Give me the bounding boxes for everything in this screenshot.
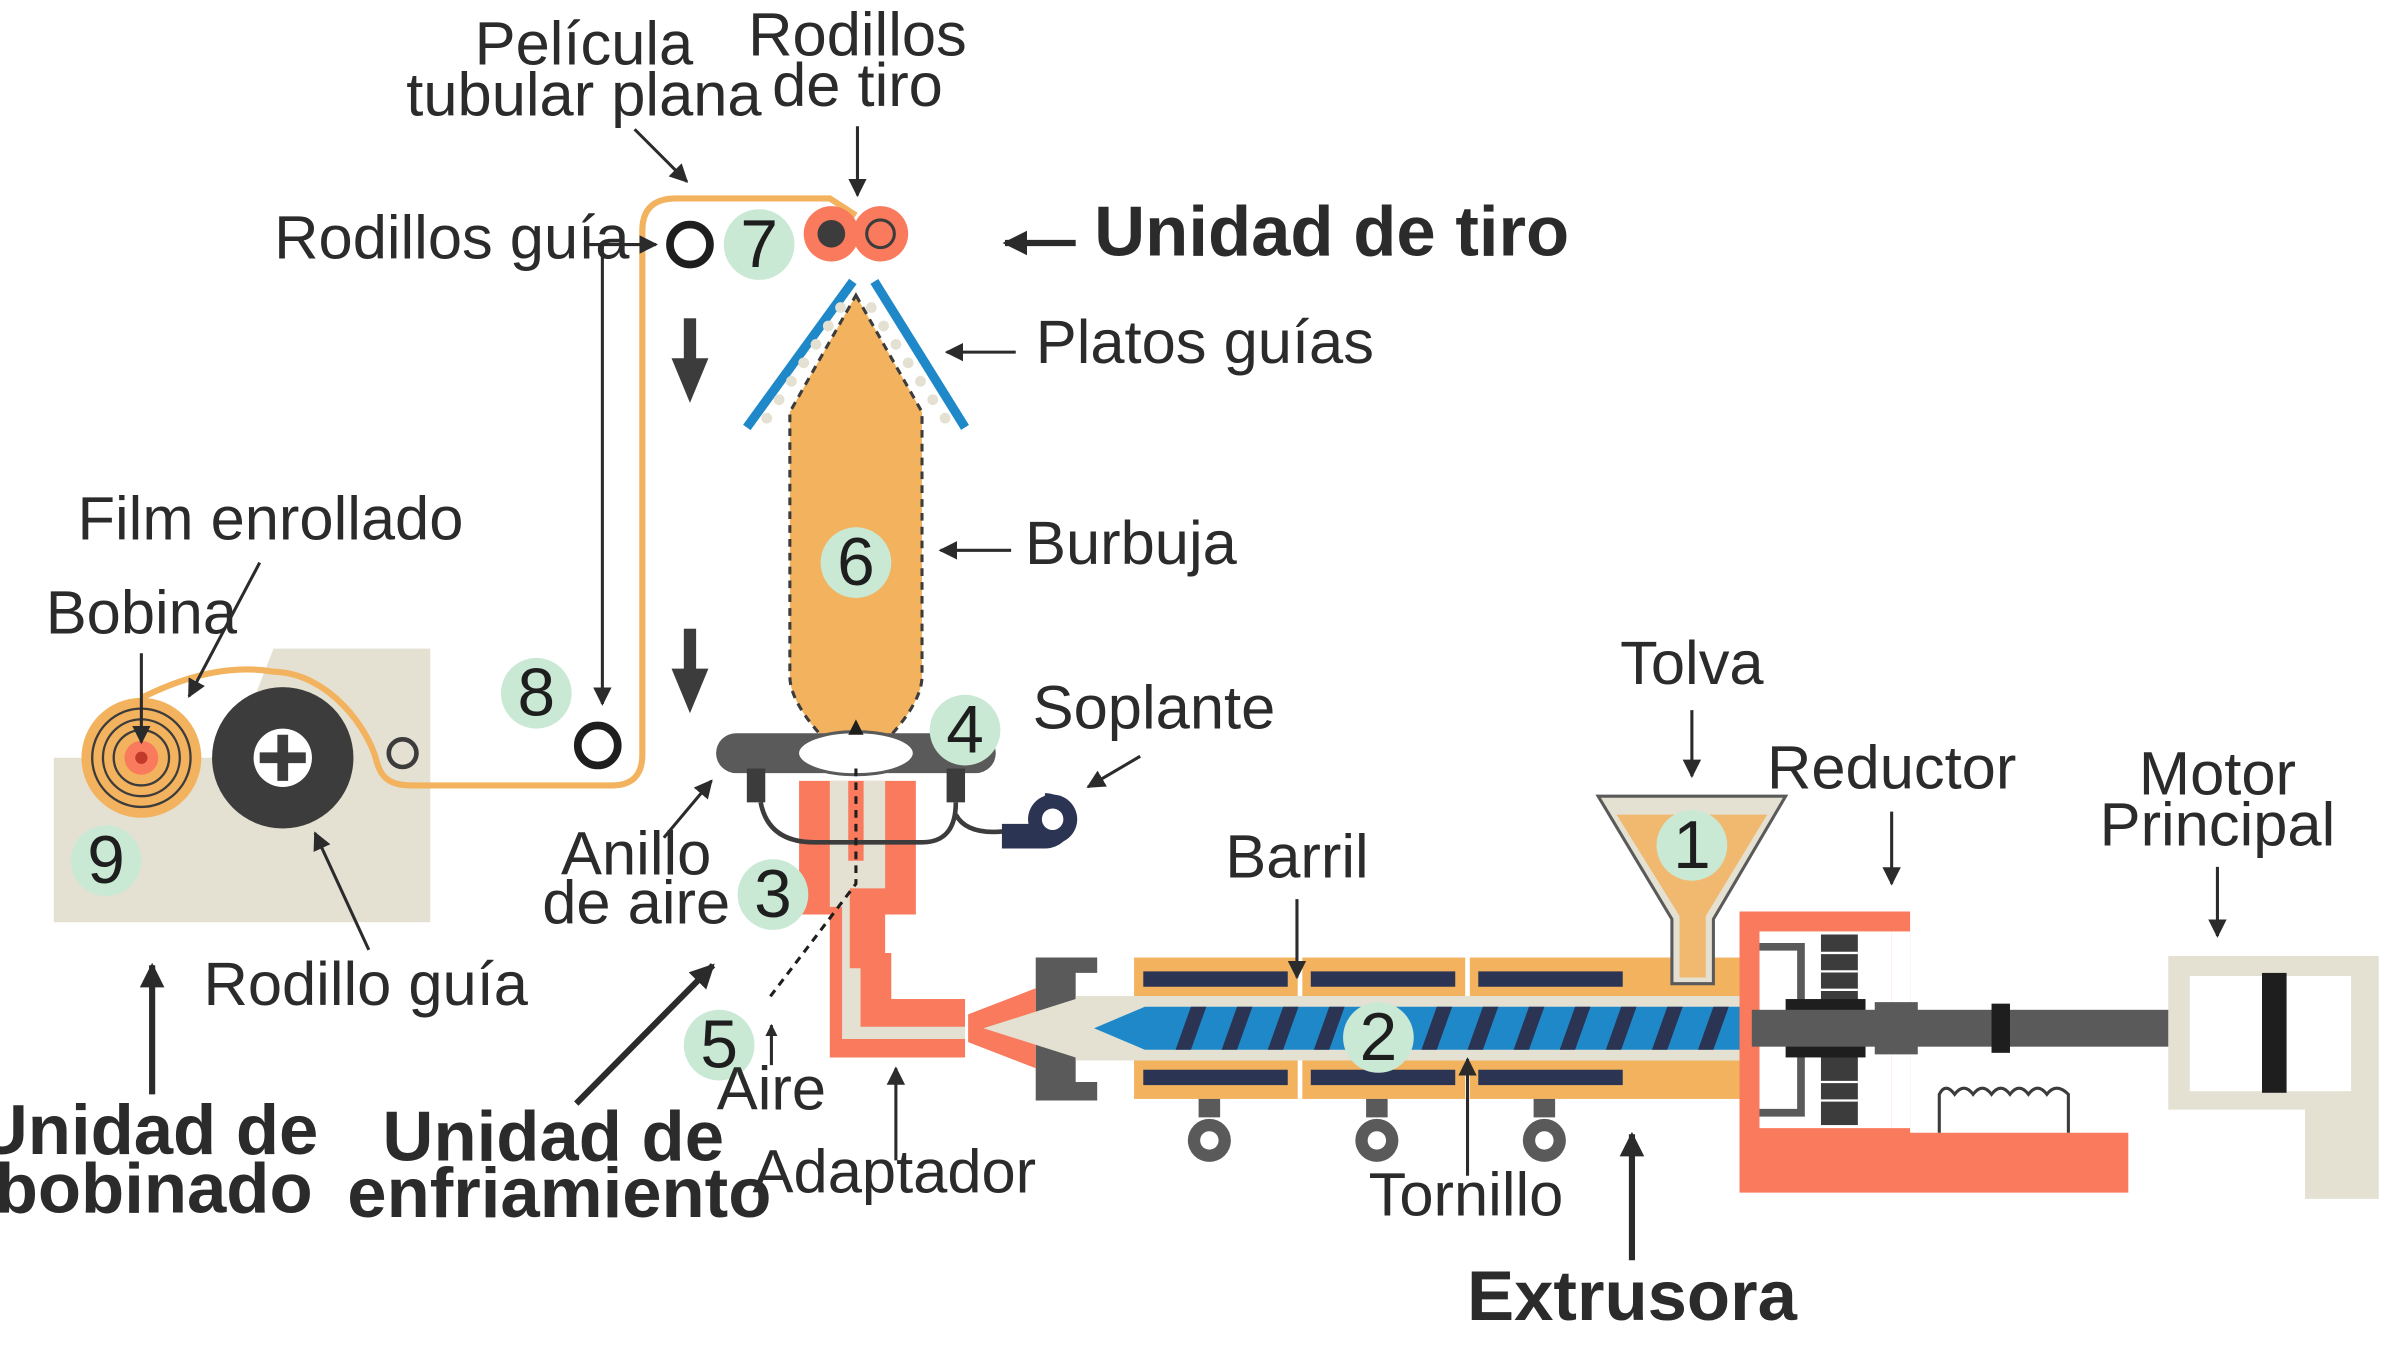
step-badge-9: 9 xyxy=(70,823,142,898)
step-badge-1: 1 xyxy=(1656,808,1728,883)
blower xyxy=(1001,793,1078,849)
label-film-enrollado: Film enrollado xyxy=(77,485,463,554)
label-unidad-enfriamiento-1: Unidad de xyxy=(382,1096,724,1175)
label-extrusora: Extrusora xyxy=(1467,1256,1798,1335)
extruder xyxy=(968,957,1752,1162)
label-platos-guias: Platos guías xyxy=(1036,308,1374,377)
step-badge-8: 8 xyxy=(500,656,572,731)
guide-roller-bottom xyxy=(573,721,622,770)
label-pelicula-1: Película xyxy=(475,10,694,79)
label-tornillo: Tornillo xyxy=(1369,1161,1564,1230)
label-anillo-2: de aire xyxy=(542,869,730,938)
svg-text:4: 4 xyxy=(946,693,984,768)
label-adaptador: Adaptador xyxy=(753,1138,1037,1207)
label-bobina: Bobina xyxy=(46,578,238,647)
label-motor-1: Motor xyxy=(2139,740,2296,809)
bold-leader-arrows xyxy=(139,230,1645,1261)
label-unidad-enfriamiento-2: enfriamiento xyxy=(347,1153,771,1232)
svg-text:5: 5 xyxy=(700,1008,738,1083)
svg-text:3: 3 xyxy=(754,857,792,932)
step-badge-6: 6 xyxy=(820,525,892,600)
air-ring xyxy=(716,730,996,803)
nip-rolls xyxy=(803,206,909,262)
main-motor xyxy=(2168,956,2379,1199)
guide-roller-top xyxy=(666,220,714,269)
step-badge-7: 7 xyxy=(723,207,795,282)
label-aire: Aire xyxy=(717,1055,826,1124)
step-badges: 1 2 3 4 5 6 7 8 9 xyxy=(70,207,1728,1083)
svg-text:6: 6 xyxy=(837,525,875,600)
label-rodillos-guia: Rodillos guía xyxy=(274,203,630,272)
label-soplante: Soplante xyxy=(1033,674,1276,743)
label-pelicula-2: tubular plana xyxy=(406,60,762,129)
label-burbuja: Burbuja xyxy=(1025,509,1238,578)
svg-text:9: 9 xyxy=(87,823,125,898)
svg-text:7: 7 xyxy=(740,207,778,282)
label-tolva: Tolva xyxy=(1620,629,1764,698)
small-guide-roller xyxy=(386,737,419,770)
gearbox xyxy=(1739,911,2306,1193)
label-reductor: Reductor xyxy=(1767,734,2016,803)
svg-text:8: 8 xyxy=(517,656,555,731)
label-rodillos-tiro-2: de tiro xyxy=(772,51,943,120)
film-path xyxy=(140,195,858,789)
winding-unit xyxy=(53,648,431,923)
label-unidad-bobinado-2: bobinado xyxy=(0,1149,313,1228)
labels: Película tubular plana Rodillos de tiro … xyxy=(0,1,2335,1336)
air-path xyxy=(767,768,858,1000)
step-badge-2: 2 xyxy=(1343,1000,1414,1075)
svg-text:1: 1 xyxy=(1673,808,1711,883)
flow-arrows xyxy=(671,318,709,714)
guide-plates xyxy=(743,278,969,431)
label-rodillos-tiro-1: Rodillos xyxy=(748,1,967,70)
die-adapter xyxy=(799,780,966,1058)
svg-text:2: 2 xyxy=(1360,1000,1398,1075)
step-badge-3: 3 xyxy=(737,857,809,932)
label-unidad-bobinado-1: Unidad de xyxy=(0,1090,318,1169)
hopper xyxy=(1595,794,1789,986)
leader-arrows xyxy=(132,126,2227,1176)
air-hose xyxy=(758,801,959,845)
label-barril: Barril xyxy=(1225,823,1368,892)
step-badge-5: 5 xyxy=(683,1008,755,1083)
label-motor-2: Principal xyxy=(2100,790,2336,859)
label-rodillo-guia: Rodillo guía xyxy=(203,950,528,1019)
step-badge-4: 4 xyxy=(929,693,1001,768)
label-unidad-tiro: Unidad de tiro xyxy=(1094,191,1569,270)
label-anillo-1: Anillo xyxy=(561,820,711,889)
